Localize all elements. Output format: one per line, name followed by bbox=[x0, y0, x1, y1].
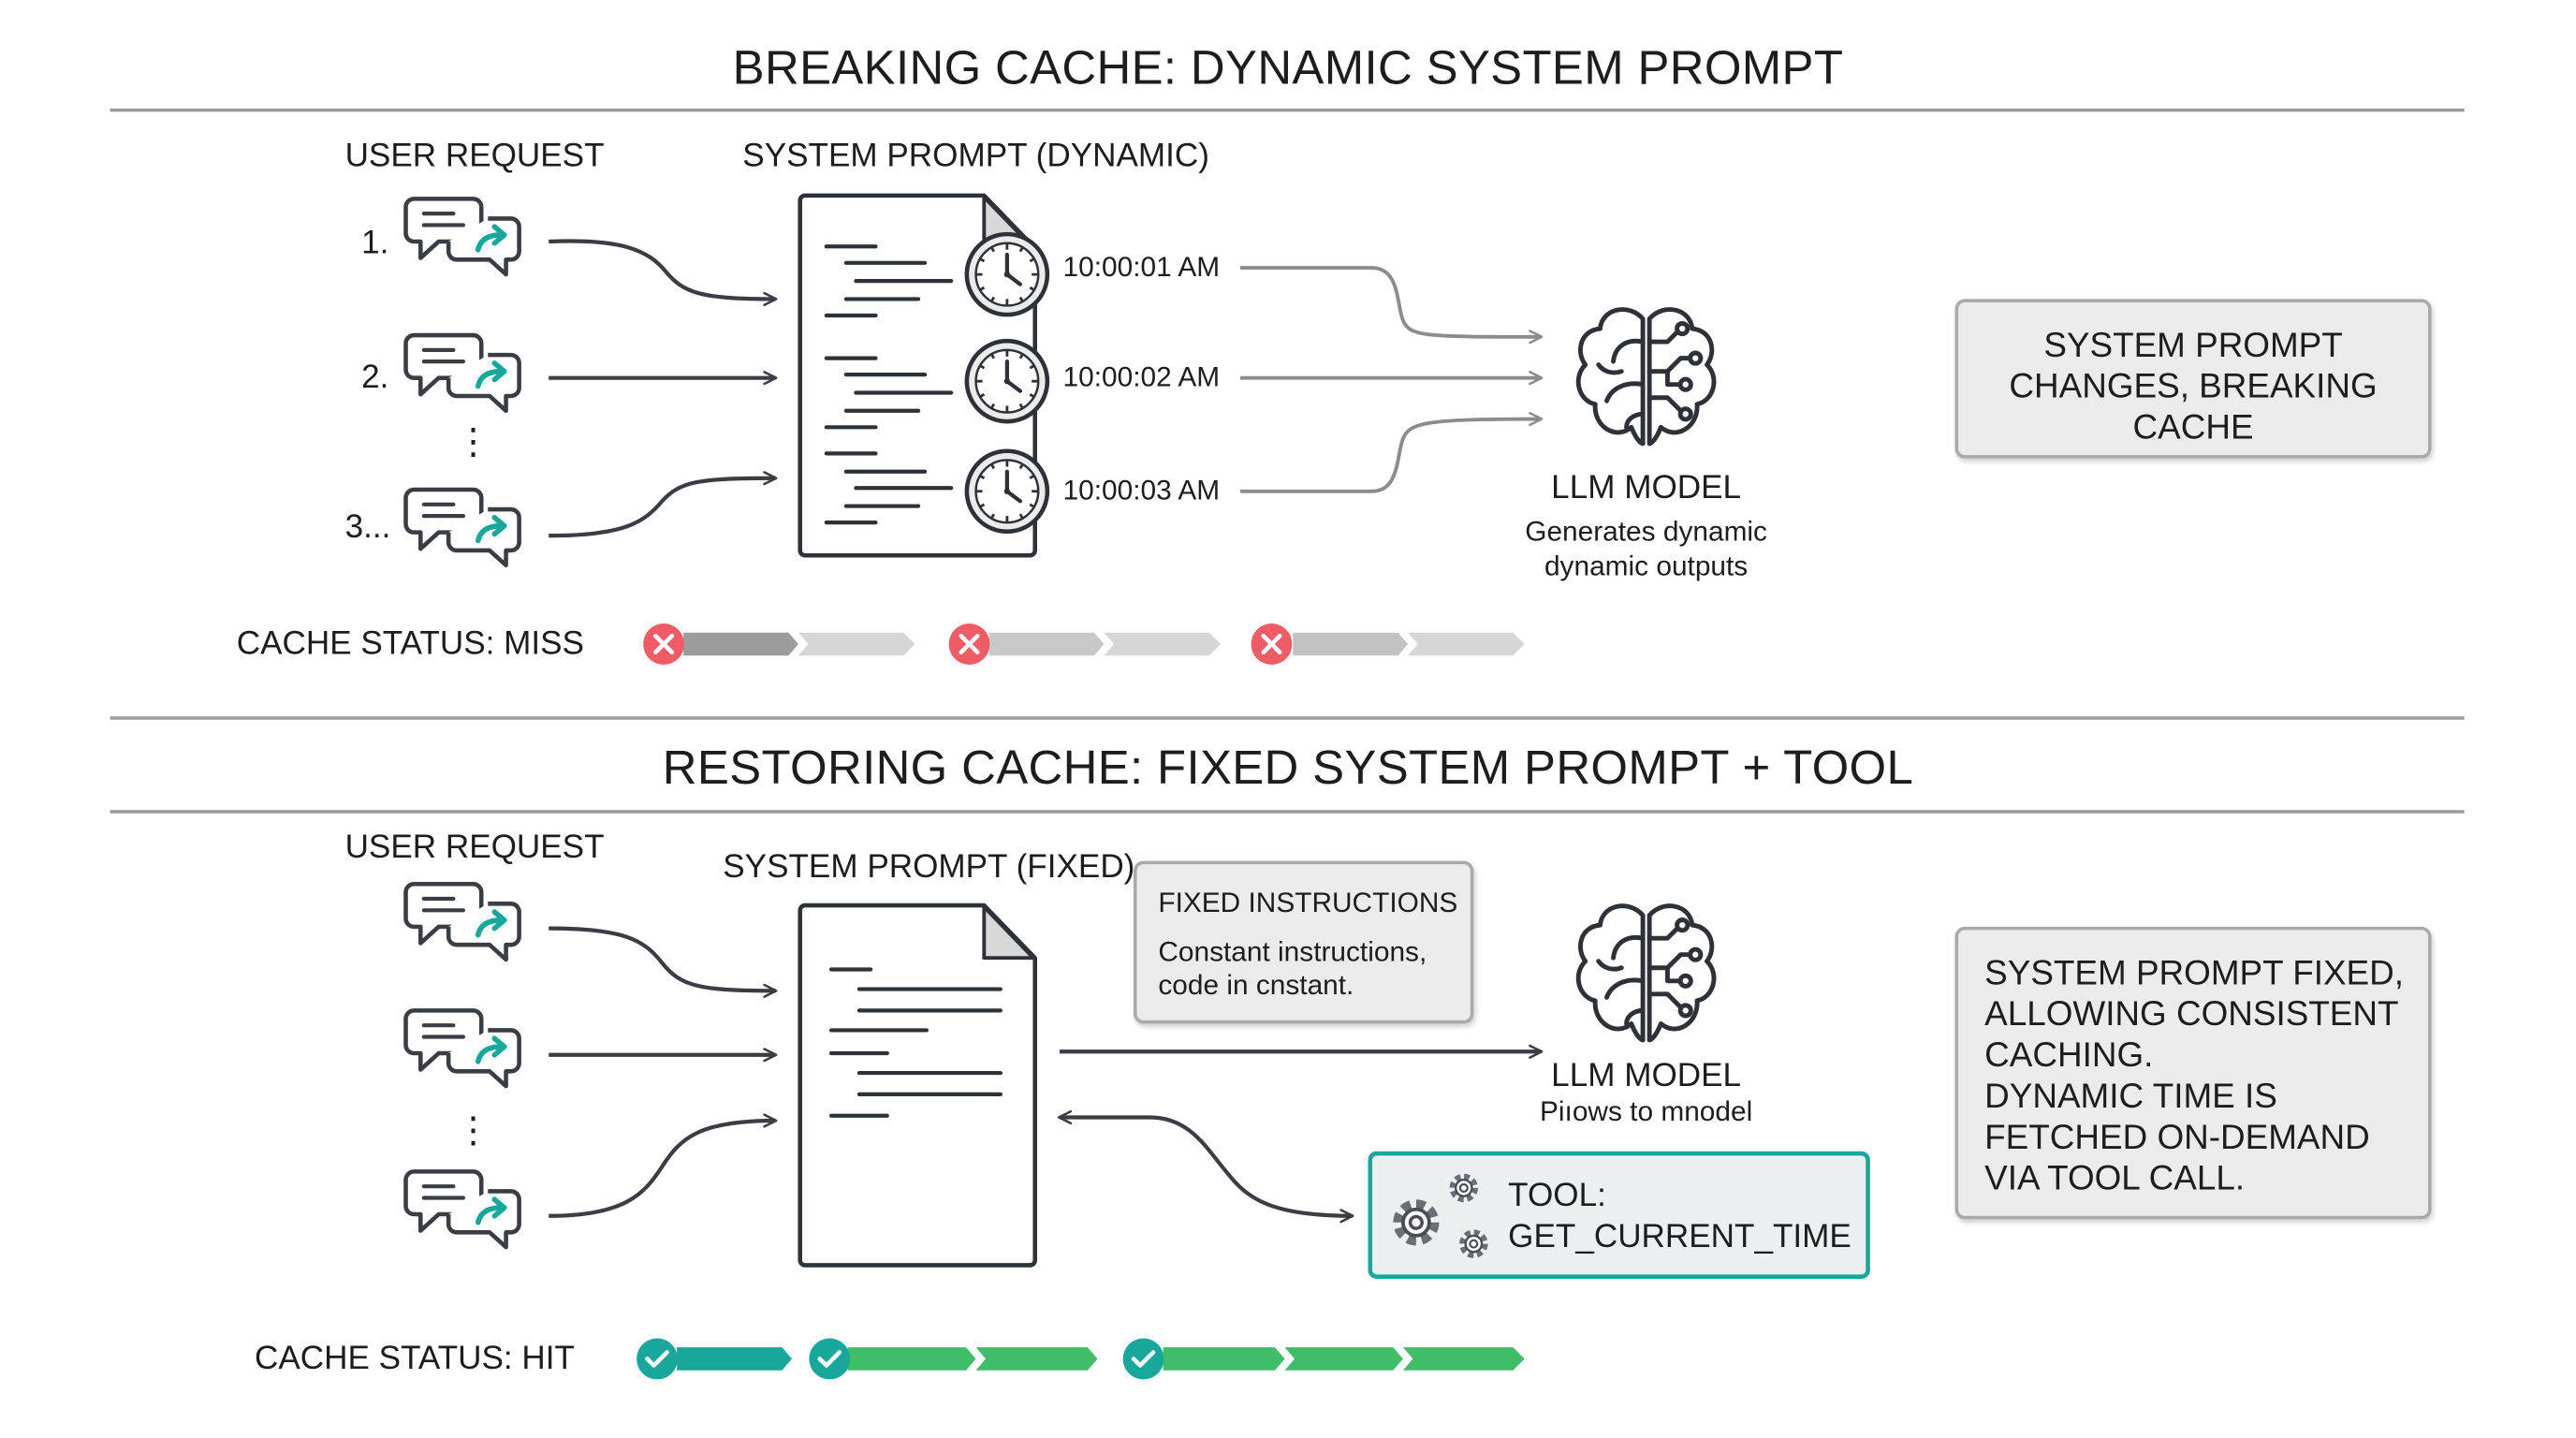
check-icon-2 bbox=[809, 1338, 851, 1380]
x-icon-2 bbox=[948, 624, 990, 665]
cache-status-hit: CACHE STATUS: HIT bbox=[255, 1341, 575, 1377]
timestamp-1: 10:00:01 AM bbox=[1062, 251, 1221, 283]
top-callout-text: SYSTEM PROMPT CHANGES, BREAKING CACHE bbox=[2009, 327, 2378, 448]
bottom-chat-icon-2 bbox=[406, 1010, 520, 1086]
cache-miss-bar-1 bbox=[683, 632, 915, 656]
bottom-user-request-label: USER REQUEST bbox=[344, 829, 605, 866]
top-request-arrow-1 bbox=[549, 239, 778, 307]
cache-hit-bar-2 bbox=[847, 1347, 1098, 1371]
top-llm-label: LLM MODEL bbox=[1551, 469, 1742, 506]
fixed-instructions-title: FIXED INSTRUCTIONS bbox=[1158, 887, 1458, 919]
fixed-instructions-box: FIXED INSTRUCTIONS Constant instructions… bbox=[1134, 860, 1474, 1024]
request-number-2: 2. bbox=[361, 360, 389, 396]
cache-hit-bar-1 bbox=[677, 1347, 792, 1371]
cache-status-miss: CACHE STATUS: MISS bbox=[236, 625, 584, 663]
top-system-prompt-label: SYSTEM PROMPT (DYNAMIC) bbox=[742, 138, 1209, 175]
timestamp-2: 10:00:02 AM bbox=[1062, 361, 1221, 393]
bottom-chat-icon-1 bbox=[406, 884, 520, 960]
request-number-3: 3... bbox=[344, 509, 391, 546]
timestamp-3: 10:00:03 AM bbox=[1062, 475, 1221, 506]
bottom-llm-label: LLM MODEL bbox=[1551, 1058, 1742, 1094]
check-icon-1 bbox=[637, 1338, 678, 1380]
bottom-brain-icon bbox=[1578, 906, 1714, 1040]
bottom-title: RESTORING CACHE: FIXED SYSTEM PROMPT + T… bbox=[662, 742, 1914, 796]
cache-hit-bar-3 bbox=[1163, 1347, 1525, 1371]
tool-box bbox=[1368, 1151, 1870, 1279]
bottom-ellipsis: ⋮ bbox=[455, 1108, 491, 1151]
timestamp-arrow-1 bbox=[1240, 266, 1544, 345]
clock-icon-3 bbox=[967, 451, 1047, 532]
top-brain-icon bbox=[1578, 310, 1714, 444]
bottom-callout-text: SYSTEM PROMPT FIXED, ALLOWING CONSISTENT… bbox=[1984, 954, 2404, 1198]
check-icon-3 bbox=[1122, 1338, 1164, 1380]
top-chat-icon-1 bbox=[406, 198, 520, 274]
top-callout-box: SYSTEM PROMPT CHANGES, BREAKING CACHE bbox=[1954, 299, 2432, 459]
x-icon-1 bbox=[643, 624, 684, 665]
top-chat-icon-2 bbox=[406, 335, 520, 411]
cache-miss-bar-3 bbox=[1293, 632, 1525, 656]
bottom-llm-caption: Piıows to mnodel bbox=[1539, 1095, 1753, 1127]
top-ellipsis: ⋮ bbox=[455, 420, 491, 462]
top-document-icon bbox=[800, 196, 1035, 555]
clock-icon-2 bbox=[967, 341, 1047, 421]
tool-label: TOOL: GET_CURRENT_TIME bbox=[1508, 1178, 1852, 1255]
x-icon-3 bbox=[1251, 624, 1293, 665]
top-user-request-label: USER REQUEST bbox=[344, 138, 605, 175]
top-request-arrow-3 bbox=[549, 471, 778, 538]
bottom-system-prompt-label: SYSTEM PROMPT (FIXED) bbox=[723, 849, 1135, 886]
bottom-request-arrow-1 bbox=[549, 926, 778, 998]
top-title: BREAKING CACHE: DYNAMIC SYSTEM PROMPT bbox=[732, 42, 1844, 95]
cache-miss-bar-2 bbox=[988, 632, 1222, 656]
tool-call-arrow bbox=[1057, 1109, 1354, 1224]
bottom-document-icon bbox=[800, 905, 1035, 1265]
fixed-instructions-text: Constant instructions, code in cnstant. bbox=[1158, 936, 1427, 1001]
top-llm-caption: Generates dynamic dynamic outputs bbox=[1525, 516, 1767, 582]
bottom-callout-box: SYSTEM PROMPT FIXED, ALLOWING CONSISTENT… bbox=[1954, 926, 2432, 1220]
clock-icon-1 bbox=[967, 234, 1047, 315]
bottom-chat-icon-3 bbox=[406, 1171, 520, 1247]
top-chat-icon-3 bbox=[406, 490, 520, 565]
timestamp-arrow-3 bbox=[1240, 411, 1544, 493]
bottom-request-arrow-3 bbox=[549, 1113, 778, 1218]
request-number-1: 1. bbox=[361, 225, 389, 262]
